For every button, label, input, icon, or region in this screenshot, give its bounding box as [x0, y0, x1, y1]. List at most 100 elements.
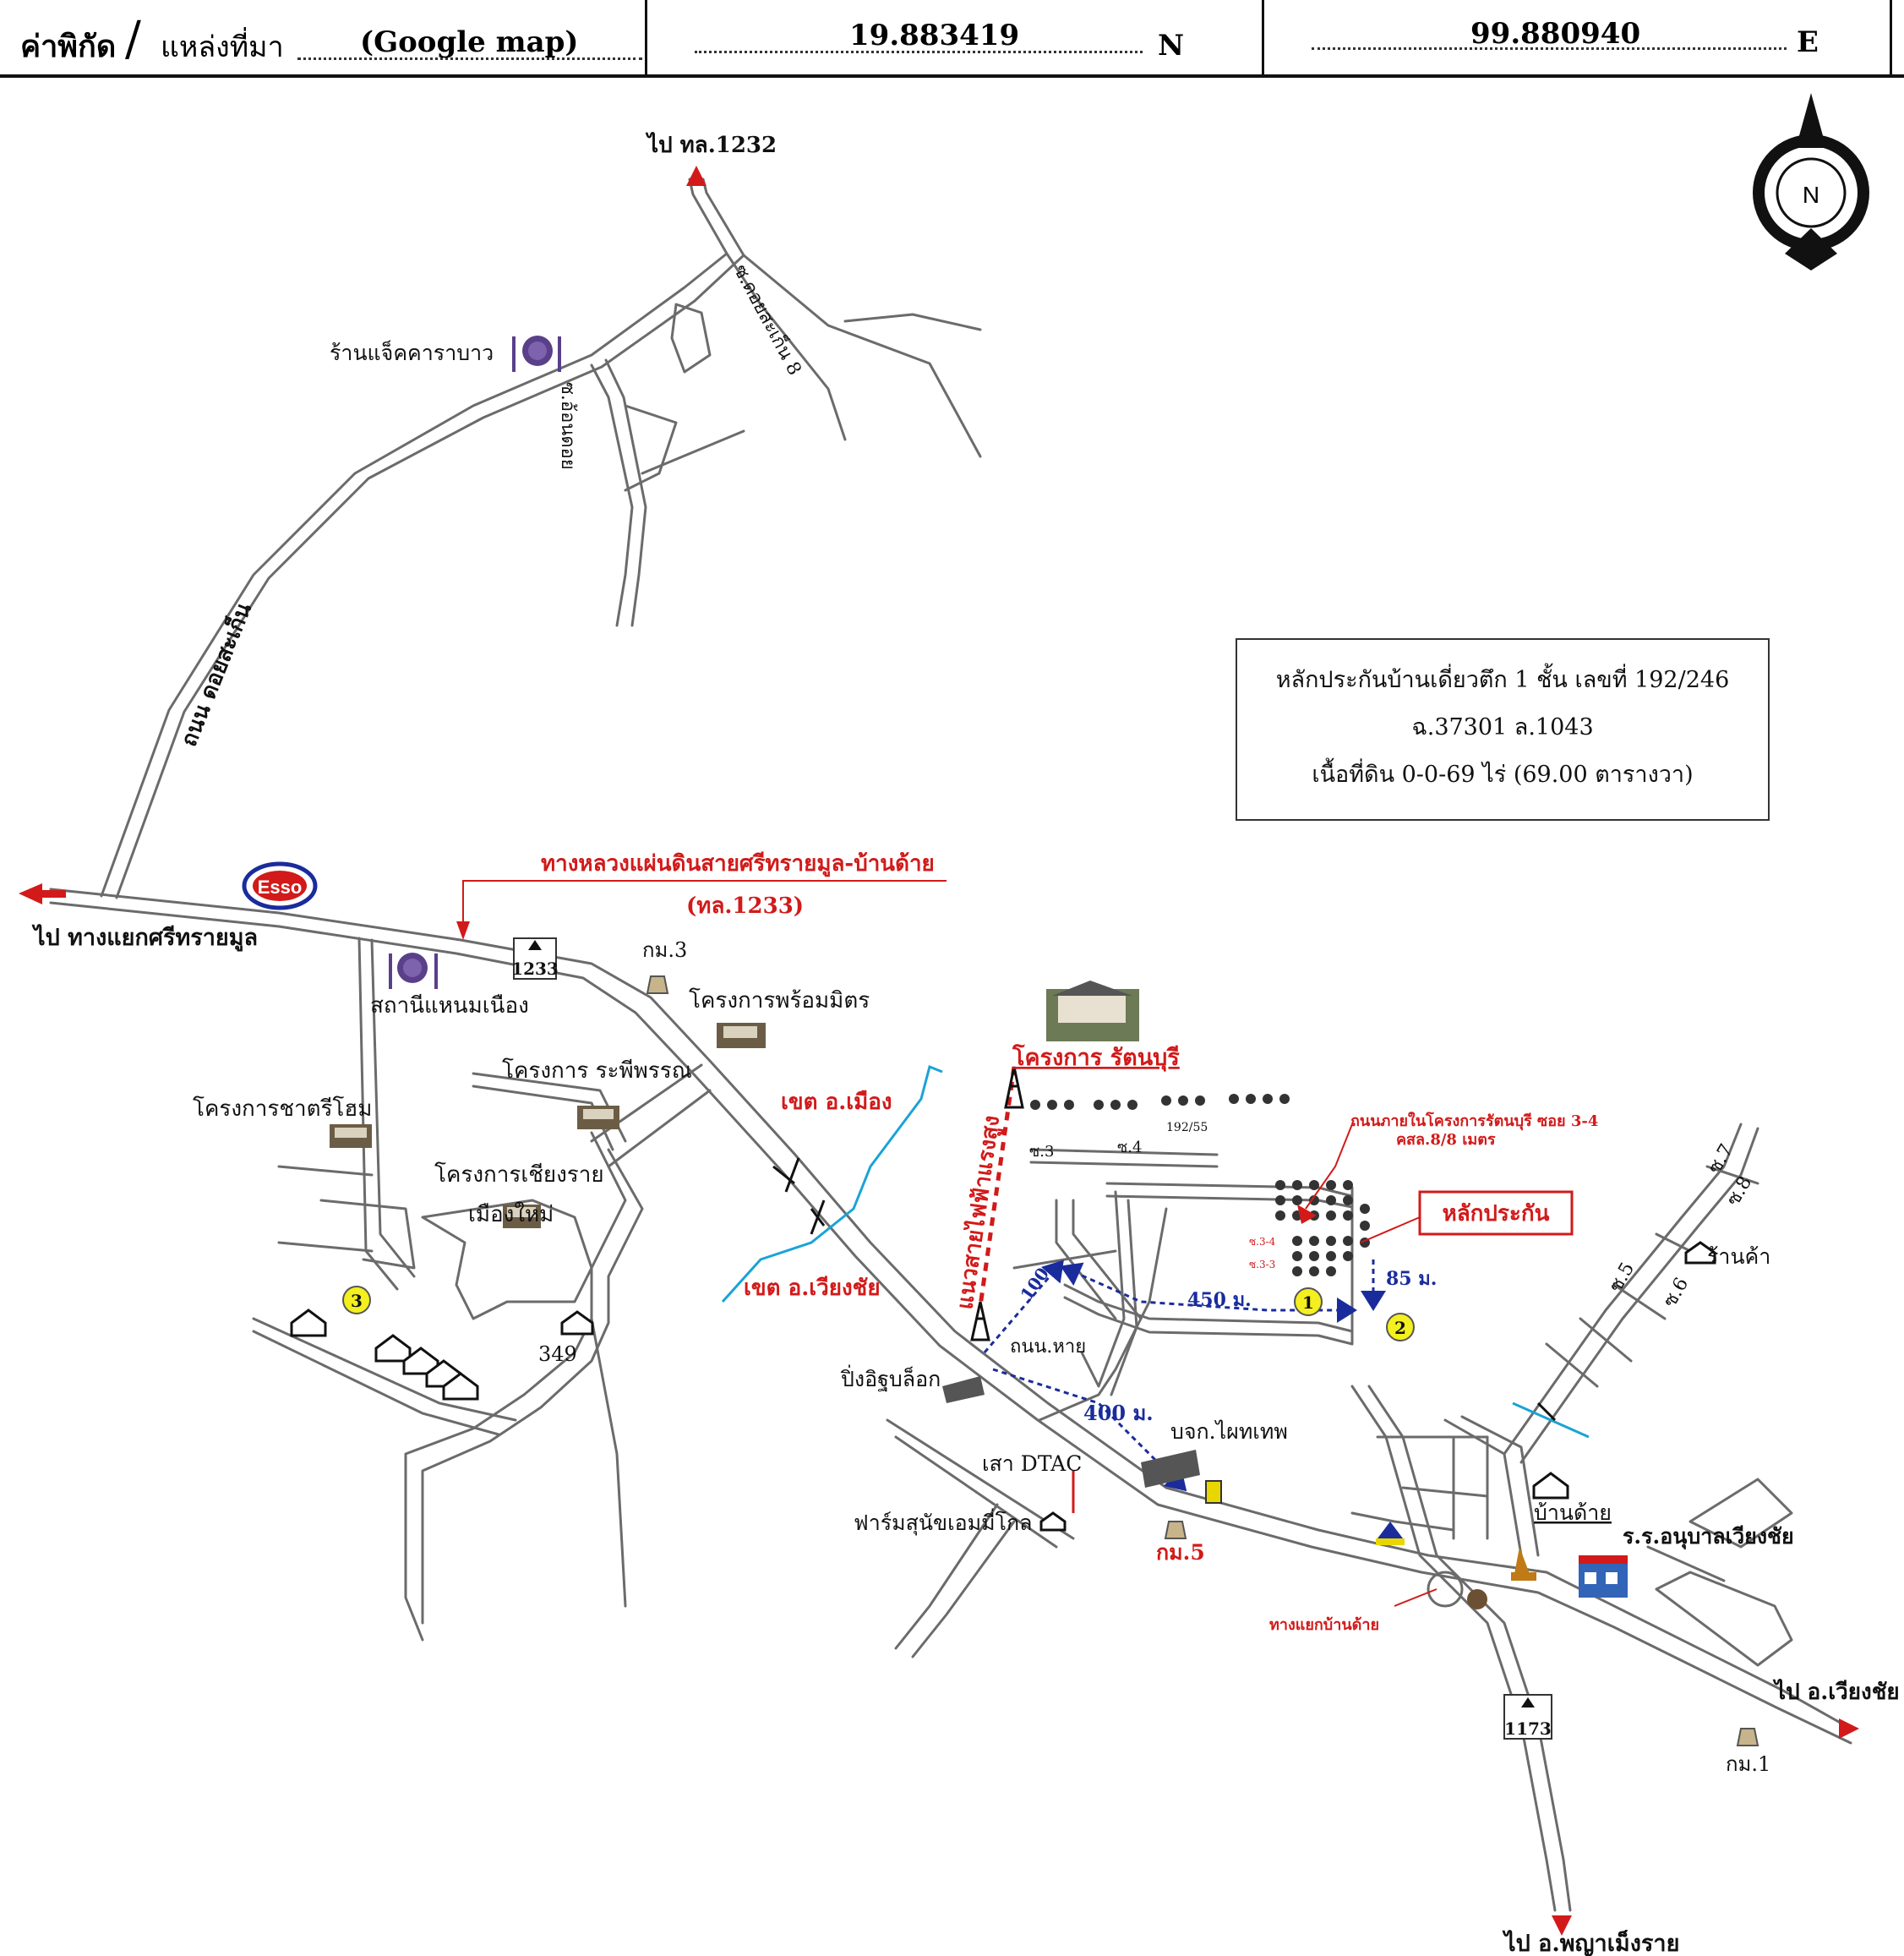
house-image [330, 1124, 372, 1148]
warehouse-icon [1141, 1450, 1200, 1488]
label-soi-on-doi: ซ.อ้อนดอย [557, 382, 578, 470]
route-shield-1173: 1173 [1503, 1694, 1552, 1740]
eastern-roads [886, 1123, 1793, 1912]
north-compass: N [1753, 93, 1869, 270]
km-marker-icon [1164, 1521, 1187, 1539]
label-km3: กม.3 [642, 938, 687, 962]
info-line-1: หลักประกันบ้านเดี่ยวตึก 1 ชั้น เลขที่ 19… [1275, 667, 1730, 693]
coord-label: ค่าพิกัด [20, 29, 117, 64]
label-ban-dai: บ้านด้าย [1534, 1500, 1612, 1525]
project-roads [1012, 1148, 1354, 1422]
label-farm-dog: ฟาร์มสุนัขเอมมี่โกล [854, 1508, 1033, 1536]
house-icons [290, 1241, 1716, 1532]
label-chatri-project: โครงการชาตรีโฮม [193, 1095, 372, 1122]
shrine-icon [1376, 1522, 1405, 1545]
pointer-arrowhead [456, 921, 470, 940]
label-soi-5: ซ.5 [1606, 1259, 1639, 1296]
location-map: N Esso 1233 1173 [19, 93, 1900, 1956]
marker-2: 2 [1386, 1313, 1415, 1341]
source-dotted-line [297, 57, 642, 60]
label-km1: กม.1 [1726, 1752, 1770, 1776]
label-ping-block: ปิ่งอิฐบล็อก [840, 1364, 941, 1391]
collateral-label: หลักประกัน [1443, 1201, 1550, 1227]
km-marker-icon [646, 975, 669, 994]
svg-text:1233: 1233 [511, 959, 559, 979]
slash-divider: / [125, 12, 141, 67]
power-tower-icon [970, 1301, 990, 1341]
svg-text:1173: 1173 [1504, 1718, 1552, 1739]
info-line-3: เนื้อที่ดิน 0-0-69 ไร่ (69.00 ตารางวา) [1312, 762, 1694, 788]
house-image [503, 1205, 541, 1228]
label-muang-district: เขต อ.เมือง [781, 1090, 892, 1115]
label-highway-code: (ทล.1233) [686, 893, 804, 919]
header-divider [645, 0, 647, 76]
landmark-icon [1467, 1589, 1487, 1609]
label-inner-road-spec: คสล.8/8 เมตร [1396, 1131, 1496, 1149]
river [721, 1064, 943, 1303]
label-chiangrai-project-2: เมืองใหม่ [468, 1202, 554, 1227]
road-network [49, 178, 1852, 1912]
power-tower-icon [1004, 1066, 1024, 1109]
label-dtac-pole: เสา DTAC [982, 1451, 1082, 1476]
label-dist-85: 85 ม. [1386, 1268, 1437, 1290]
label-soi-6: ซ.6 [1660, 1274, 1694, 1311]
bridge-marks [772, 1157, 1557, 1422]
label-rattanaburi-project: โครงการ รัตนบุรี [1012, 1043, 1180, 1072]
label-soi-4: ซ.4 [1117, 1139, 1142, 1156]
lon-dotted-line [1312, 47, 1787, 50]
label-highway-name: ทางหลวงแผ่นดินสายศรีทรายมูล-บ้านด้าย [541, 851, 935, 877]
label-dist-100: 100 [1016, 1264, 1053, 1304]
source-label: แหล่งที่มา [161, 30, 284, 64]
label-jack-cafe: ร้านแจ็คคาราบาว [330, 340, 494, 365]
header-divider [1890, 0, 1892, 76]
label-soi-3-4: ซ.3-4 [1249, 1236, 1276, 1248]
fuel-icon [1205, 1480, 1222, 1504]
label-to-1232: ไป ทล.1232 [645, 131, 777, 158]
school-icon [1579, 1555, 1628, 1598]
header-divider [1262, 0, 1264, 76]
label-dist-450: 450 ม. [1187, 1289, 1252, 1311]
svg-text:3: 3 [351, 1291, 363, 1311]
label-to-wiangchai: ไป อ.เวียงชัย [1772, 1678, 1900, 1705]
lon-unit: E [1797, 25, 1819, 59]
label-soi-3-3: ซ.3-3 [1249, 1259, 1275, 1270]
label-dist-400: 400 ม. [1083, 1401, 1154, 1425]
esso-logo: Esso [242, 861, 318, 910]
label-km5: กม.5 [1156, 1540, 1205, 1565]
lon-value: 99.880940 [1470, 17, 1641, 51]
label-power-line: แนวสายไฟฟ้าแรงสูง [951, 1113, 1006, 1311]
house-image [1046, 981, 1139, 1041]
temple-icon [1511, 1547, 1536, 1581]
compass-letter: N [1803, 182, 1819, 208]
doi-saken-road [100, 178, 982, 899]
label-soi-doi-saken-8: ซ.ดอยสะเก็น 8 [729, 260, 808, 380]
warehouse-icon [942, 1376, 985, 1403]
label-soi-3: ซ.3 [1029, 1143, 1054, 1161]
label-road-doi-saken: ถนน ดอยสะเก็น [175, 598, 257, 750]
collateral-callout [1418, 1190, 1574, 1236]
restaurant-icon [512, 336, 561, 372]
marker-3: 3 [342, 1286, 371, 1314]
label-chiangrai-project: โครงการเชียงราย [434, 1161, 604, 1188]
label-inner-road: ถนนภายในโครงการรัตนบุรี ซอย 3-4 [1350, 1112, 1598, 1131]
collateral-info-box: หลักประกันบ้านเดี่ยวตึก 1 ชั้น เลขที่ 19… [1236, 638, 1770, 821]
svg-text:Esso: Esso [258, 877, 303, 898]
label-municipal-office: ถนน.หาย [1010, 1336, 1086, 1358]
info-line-2: ฉ.37301 ล.1043 [1411, 714, 1594, 740]
direction-arrows [19, 166, 1859, 1936]
label-wiangchai-district: เขต อ.เวียงชัย [744, 1276, 881, 1301]
label-school: ร.ร.อนุบาลเวียงชัย [1623, 1524, 1794, 1550]
pointer-arrowhead [1297, 1205, 1317, 1224]
pointer-lines [462, 880, 1438, 1607]
label-ban-dai-junction: ทางแยกบ้านด้าย [1269, 1616, 1379, 1634]
high-voltage-line [978, 1066, 1017, 1307]
marker-1: 1 [1294, 1287, 1323, 1316]
stream [1512, 1401, 1590, 1439]
house-image [717, 1023, 766, 1048]
label-raphiphan-project: โครงการ ระพีพรรณ [502, 1057, 692, 1084]
coordinate-header: ค่าพิกัด / แหล่งที่มา (Google map) 19.88… [0, 0, 1904, 78]
house-image [577, 1106, 619, 1129]
label-paitep-company: บจก.ไผทเทพ [1170, 1419, 1288, 1444]
label-hanmuang-station: สถานีแหนมเนือง [370, 993, 529, 1019]
project-houses [1030, 1094, 1370, 1276]
